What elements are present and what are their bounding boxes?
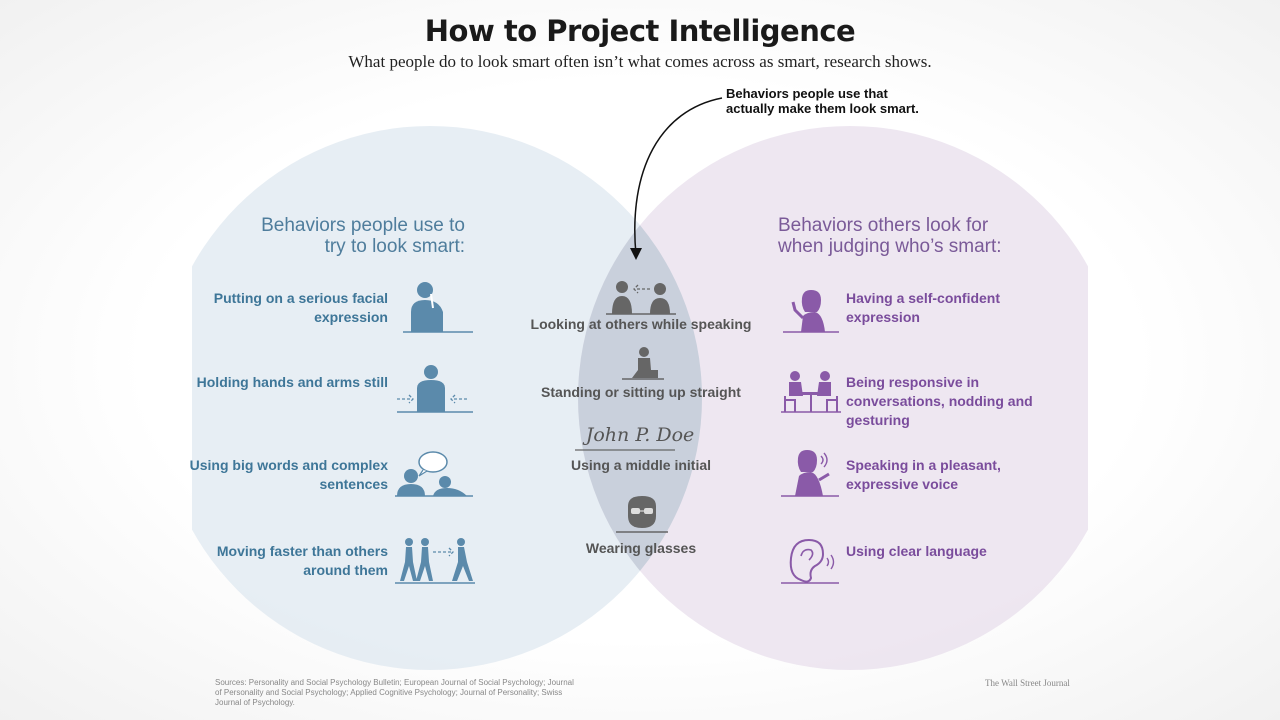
arrow-annotation: Behaviors people use that actually make … <box>726 86 919 116</box>
center-item-1-label: Looking at others while speaking <box>530 316 752 332</box>
right-item-4-label: Using clear language <box>846 543 987 559</box>
left-item-4-label: Moving faster than others around them <box>216 543 388 578</box>
sitting-straight-icon <box>622 347 664 380</box>
right-item-1-label: Having a self-confident expression <box>846 290 1001 325</box>
ear-sound-icon <box>781 538 839 584</box>
page-title: How to Project Intelligence <box>424 14 856 48</box>
left-item-1-label: Putting on a serious facial expression <box>213 290 388 325</box>
left-item-2-label: Holding hands and arms still <box>196 374 388 390</box>
center-item-3-label: Using a middle initial <box>570 457 712 473</box>
signature-line <box>575 449 675 451</box>
speaking-woman-icon <box>781 450 839 497</box>
conversation-table-icon <box>781 371 841 413</box>
center-item-2-label: Standing or sitting up straight <box>541 384 741 400</box>
sources-note: Sources: Personality and Social Psycholo… <box>215 678 574 707</box>
person-glasses-icon <box>616 496 668 533</box>
speech-bubble-people-icon <box>395 451 473 497</box>
signature-icon: John P. Doe <box>585 424 695 446</box>
curved-arrow <box>634 97 723 256</box>
confident-woman-icon <box>783 290 839 333</box>
walking-people-icon <box>395 538 475 584</box>
credit-line: The Wall Street Journal <box>985 678 1070 688</box>
left-circle <box>192 126 702 670</box>
left-item-3-label: Using big words and complex sentences <box>189 457 388 492</box>
left-heading: Behaviors people use to try to look smar… <box>261 215 465 257</box>
two-people-talking-icon <box>606 281 676 315</box>
right-item-2-label: Being responsive in conversations, noddi… <box>846 374 1033 428</box>
page-subtitle: What people do to look smart often isn’t… <box>348 52 932 71</box>
right-item-3-label: Speaking in a pleasant, expressive voice <box>846 457 1001 492</box>
right-heading: Behaviors others look for when judging w… <box>778 215 1002 257</box>
arrow-head-icon <box>630 248 642 260</box>
right-circle <box>578 126 1088 670</box>
person-arms-still-icon <box>397 365 473 413</box>
center-item-4-label: Wearing glasses <box>585 540 697 556</box>
person-hand-on-chin-icon <box>403 282 473 333</box>
